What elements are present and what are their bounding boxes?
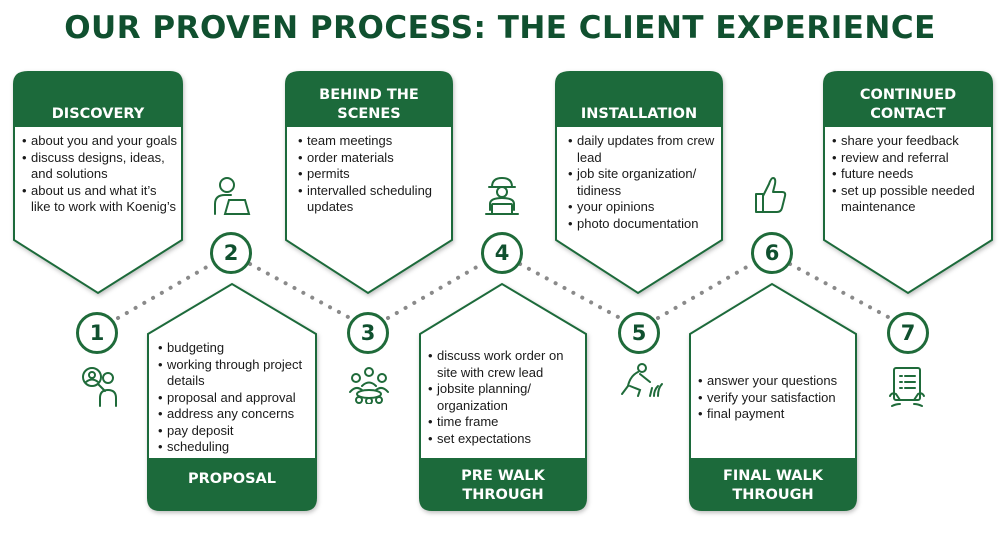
- list-item: share your feedback: [832, 133, 990, 150]
- step-5-list: daily updates from crew lead job site or…: [568, 133, 718, 232]
- list-item: daily updates from crew lead: [568, 133, 718, 166]
- list-item: your opinions: [568, 199, 718, 216]
- step-7-list: share your feedback review and referral …: [832, 133, 990, 216]
- step-5-heading: INSTALLATION: [580, 106, 698, 122]
- team-meeting-icon: [349, 367, 389, 404]
- list-item: answer your questions: [698, 373, 852, 390]
- step-3-number: 3: [347, 312, 389, 354]
- list-item: team meetings: [298, 133, 448, 150]
- step-3-list: team meetings order materials permits in…: [298, 133, 448, 216]
- list-item: future needs: [832, 166, 990, 183]
- list-item: budgeting: [158, 340, 312, 357]
- step-5-number: 5: [618, 312, 660, 354]
- list-item: set up possible needed maintenance: [832, 183, 990, 216]
- person-laptop-icon: [214, 177, 251, 215]
- list-item: job site organization/ tidiness: [568, 166, 718, 199]
- list-item: pay deposit: [158, 423, 312, 440]
- gardener-icon: [621, 363, 663, 397]
- list-item: photo documentation: [568, 216, 718, 233]
- list-item: final payment: [698, 406, 852, 423]
- step-1-list: about you and your goals discuss designs…: [22, 133, 178, 216]
- magnifier-person-icon: [82, 367, 117, 407]
- list-item: discuss designs, ideas, and solutions: [22, 150, 178, 183]
- list-item: address any concerns: [158, 406, 312, 423]
- list-item: time frame: [428, 414, 582, 431]
- list-item: order materials: [298, 150, 448, 167]
- list-item: working through project details: [158, 357, 312, 390]
- step-1-number: 1: [76, 312, 118, 354]
- page-title: OUR PROVEN PROCESS: THE CLIENT EXPERIENC…: [64, 10, 936, 46]
- list-item: discuss work order on site with crew lea…: [428, 348, 582, 381]
- list-item: about us and what it’s like to work with…: [22, 183, 178, 216]
- list-item: jobsite planning/ organization: [428, 381, 582, 414]
- step-6-number: 6: [751, 232, 793, 274]
- list-item: intervalled scheduling updates: [298, 183, 448, 216]
- step-4-list: discuss work order on site with crew lea…: [428, 348, 582, 447]
- dotted-connector-path: [116, 262, 892, 320]
- list-item: about you and your goals: [22, 133, 178, 150]
- step-6-list: answer your questions verify your satisf…: [698, 373, 852, 423]
- thumbs-up-icon: [755, 177, 787, 213]
- worker-laptop-icon: [485, 176, 519, 215]
- list-item: review and referral: [832, 150, 990, 167]
- list-item: verify your satisfaction: [698, 390, 852, 407]
- list-item: proposal and approval: [158, 390, 312, 407]
- step-1-heading: DISCOVERY: [51, 106, 145, 122]
- step-4-number: 4: [481, 232, 523, 274]
- step-7-number: 7: [887, 312, 929, 354]
- list-item: set expectations: [428, 431, 582, 448]
- list-item: scheduling: [158, 439, 312, 456]
- step-2-number: 2: [210, 232, 252, 274]
- step-2-heading: PROPOSAL: [188, 471, 276, 487]
- checklist-icon: [889, 367, 925, 407]
- step-2-list: budgeting working through project detail…: [158, 340, 312, 456]
- list-item: permits: [298, 166, 448, 183]
